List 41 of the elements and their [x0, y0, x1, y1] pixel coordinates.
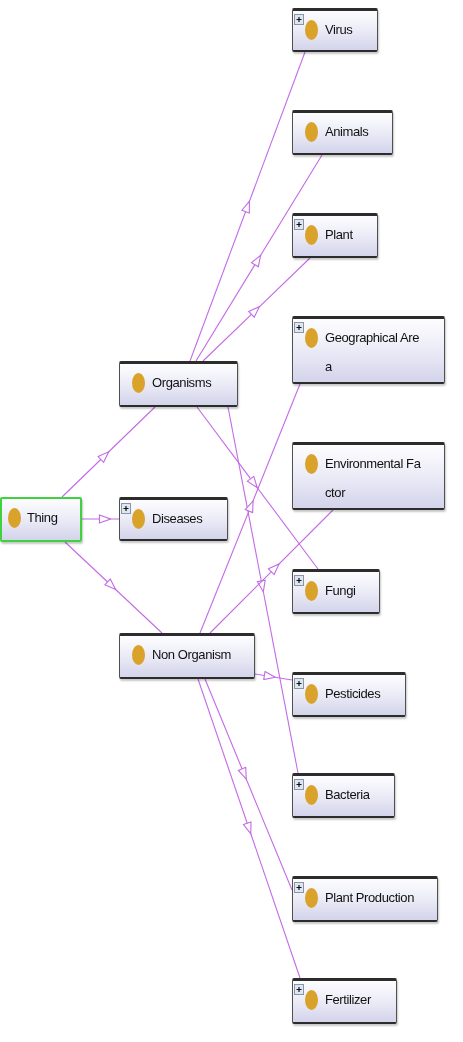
class-box [119, 633, 255, 679]
class-box [292, 876, 438, 922]
class-label: Environmental Factor [325, 455, 422, 502]
subclass-arrow [64, 541, 163, 634]
subclass-arrow [195, 154, 323, 362]
class-label: Fungi [325, 582, 357, 600]
subclass-arrow [197, 678, 301, 979]
class-box [292, 8, 378, 52]
subclass-arrow [196, 406, 319, 570]
class-box [292, 442, 445, 510]
subclass-arrow [61, 406, 156, 498]
class-label: Plant [325, 226, 354, 244]
class-box [0, 497, 82, 542]
subclass-arrow [202, 257, 311, 362]
subclass-arrow [209, 509, 334, 634]
class-box [292, 213, 378, 258]
subclass-arrow [199, 383, 301, 634]
subclass-arrow [81, 514, 120, 524]
class-box [292, 978, 397, 1024]
subclass-arrow [227, 406, 299, 774]
class-label: Diseases [152, 510, 204, 528]
class-box [292, 773, 395, 818]
class-box [119, 361, 238, 407]
subclass-arrow [189, 51, 306, 362]
class-label: Organisms [152, 374, 213, 392]
class-label: Non Organism [152, 646, 232, 664]
class-label: Virus [325, 21, 354, 39]
class-box [292, 110, 393, 155]
class-box [292, 672, 406, 717]
class-box [119, 497, 228, 541]
subclass-arrow [254, 671, 293, 681]
class-label: Plant Production [325, 889, 415, 907]
class-label: Geographical Area [325, 329, 421, 376]
class-label: Bacteria [325, 786, 371, 804]
class-label: Thing [27, 509, 59, 527]
subclass-arrow [204, 678, 293, 891]
class-box [292, 569, 380, 614]
class-box [292, 316, 445, 384]
class-label: Animals [325, 123, 370, 141]
class-label: Pesticides [325, 685, 382, 703]
class-label: Fertilizer [325, 991, 372, 1009]
